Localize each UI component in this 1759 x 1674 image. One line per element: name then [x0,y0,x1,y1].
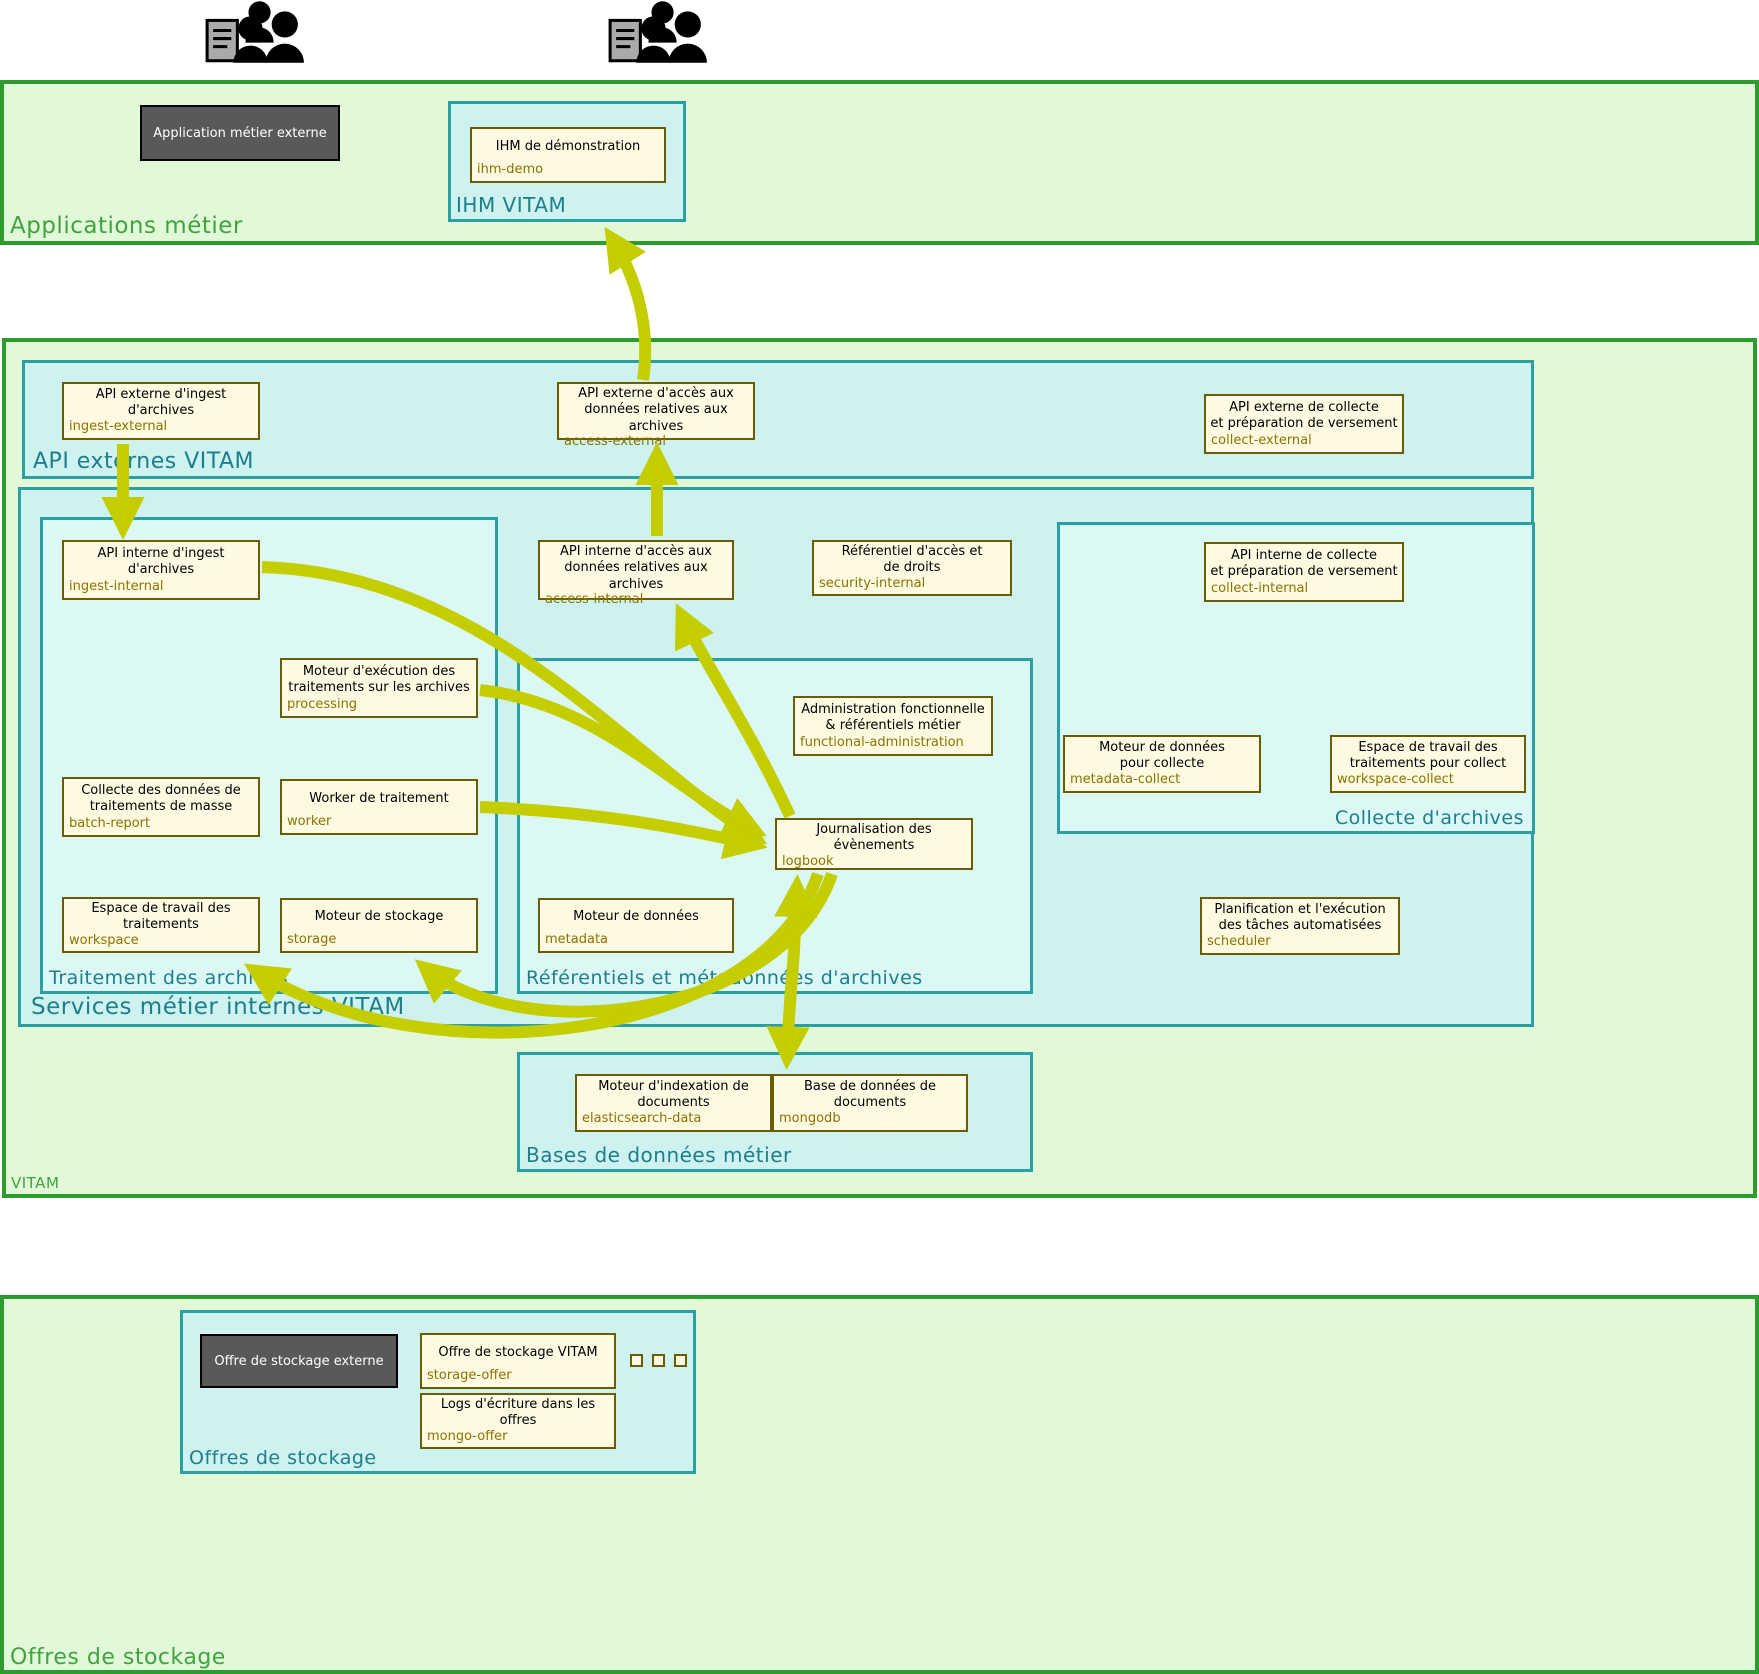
component-elasticsearch-data: Moteur d'indexation de documents elastic… [575,1074,772,1132]
section-applications-label: Applications métier [10,213,243,239]
component-code: functional-administration [800,735,964,751]
component-ingest-internal: API interne d'ingest d'archives ingest-i… [62,540,260,600]
users-icon [608,1,707,63]
component-application-metier-externe: Application métier externe [140,105,340,161]
component-ihm-demo: IHM de démonstration ihm-demo [470,127,666,183]
component-workspace-collect: Espace de travail des traitements pour c… [1330,735,1526,793]
section-offres-label: Offres de stockage [10,1645,226,1670]
panel-bases-donnees-label: Bases de données métier [526,1143,792,1167]
component-access-external: API externe d'accès aux données relative… [557,382,755,449]
component-title: Logs d'écriture dans les offres [440,1397,596,1429]
component-title: API interne d'accès aux données relative… [559,544,713,592]
component-title: IHM de démonstration [495,138,641,154]
component-code: elasticsearch-data [582,1111,702,1127]
component-workspace: Espace de travail des traitements worksp… [62,897,260,953]
component-code: workspace [69,932,139,948]
component-title: API externe d'ingest d'archives [95,386,227,419]
component-title: Moteur d'indexation de documents [598,1078,749,1111]
component-code: security-internal [819,575,926,591]
component-code: access-internal [545,591,644,607]
component-code: ingest-internal [69,579,164,595]
component-title: API interne d'ingest d'archives [97,545,225,578]
component-title: API interne de collecte et préparation d… [1210,547,1398,580]
component-mongodb: Base de données de documents mongodb [772,1074,968,1132]
component-scheduler: Planification et l'exécution des tâches … [1200,897,1400,955]
component-worker: Worker de traitement worker [280,779,478,835]
panel-api-externes-label: API externes VITAM [33,449,255,474]
component-code: ihm-demo [477,162,544,178]
more-offers-icon [652,1354,665,1367]
component-collect-external: API externe de collecte et préparation d… [1204,394,1404,454]
component-code: access-external [564,433,666,449]
component-title: Référentiel d'accès et de droits [841,544,983,576]
component-code: storage-offer [427,1368,512,1384]
panel-traitement-label: Traitement des archives [49,967,289,989]
users-icon [205,1,304,63]
component-code: metadata [545,932,609,948]
panel-collecte-label: Collecte d'archives [1334,807,1524,829]
component-code: metadata-collect [1070,772,1181,788]
more-offers-icon [630,1354,643,1367]
component-code: batch-report [69,816,151,832]
component-mongo-offer: Logs d'écriture dans les offres mongo-of… [420,1393,616,1449]
component-processing: Moteur d'exécution des traitements sur l… [280,658,478,718]
component-title: Collecte des données de traitements de m… [81,782,241,815]
more-offers-icon [674,1354,687,1367]
component-metadata-collect: Moteur de données pour collecte metadata… [1063,735,1261,793]
component-code: ingest-external [69,419,168,435]
component-title: API externe de collecte et préparation d… [1210,399,1398,432]
component-code: logbook [782,853,834,869]
component-title: API externe d'accès aux données relative… [578,386,734,434]
component-functional-administration: Administration fonctionnelle & référenti… [793,696,993,756]
component-security-internal: Référentiel d'accès et de droits securit… [812,540,1012,596]
component-code: mongodb [779,1111,841,1127]
component-batch-report: Collecte des données de traitements de m… [62,777,260,837]
component-title: Administration fonctionnelle & référenti… [801,701,985,734]
component-logbook: Journalisation des évènements logbook [775,818,973,870]
panel-referentiels-label: Référentiels et métadonnées d'archives [526,967,923,989]
component-code: processing [287,697,358,713]
component-title: Moteur de données pour collecte [1099,739,1225,772]
component-title: Base de données de documents [803,1078,936,1111]
component-metadata: Moteur de données metadata [538,898,734,953]
component-code: worker [287,814,332,830]
panel-ihm-vitam-label: IHM VITAM [456,193,567,217]
section-applications-metier: Applications métier [0,80,1759,245]
component-code: scheduler [1207,934,1271,950]
component-storage-offer: Offre de stockage VITAM storage-offer [420,1333,616,1389]
component-title: Offre de stockage VITAM [438,1344,598,1360]
component-code: collect-internal [1211,581,1309,597]
component-title: Journalisation des évènements [816,822,932,854]
component-title: Espace de travail des traitements pour c… [1349,739,1507,772]
component-storage: Moteur de stockage storage [280,898,478,953]
panel-offres-label: Offres de stockage [189,1447,377,1469]
component-code: collect-external [1211,433,1312,449]
component-title: Espace de travail des traitements [91,901,231,933]
component-code: workspace-collect [1337,772,1454,788]
component-title: Worker de traitement [309,790,449,806]
component-ingest-external: API externe d'ingest d'archives ingest-e… [62,382,260,440]
component-offre-stockage-externe: Offre de stockage externe [200,1334,398,1388]
panel-services-internes-label: Services métier internes VITAM [31,994,405,1020]
component-title: Moteur de stockage [314,909,444,925]
component-title: Moteur d'exécution des traitements sur l… [288,663,470,696]
component-collect-internal: API interne de collecte et préparation d… [1204,542,1404,602]
component-code: mongo-offer [427,1428,508,1444]
component-code: storage [287,932,337,948]
component-title: Moteur de données [573,909,699,925]
component-access-internal: API interne d'accès aux données relative… [538,540,734,607]
section-vitam-label: VITAM [11,1174,60,1192]
component-title: Planification et l'exécution des tâches … [1214,901,1386,934]
